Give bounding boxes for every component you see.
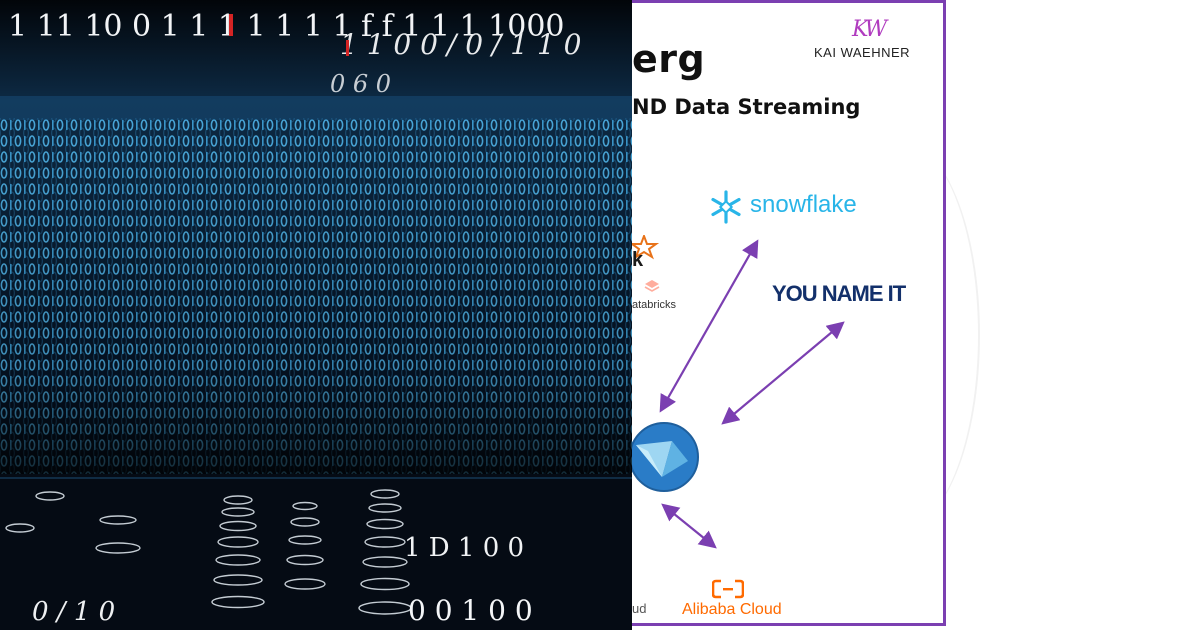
arrow-iceberg-younameit <box>721 321 845 425</box>
star-icon <box>632 233 660 260</box>
alibaba-icon <box>712 579 744 599</box>
infographic-card: erg ND Data Streaming KW KAI WAEHNER sno… <box>632 0 946 626</box>
top-digits-text: 1 11 10 0 1 1 1 1 1 1 1 f f 1 1 1 1000 <box>8 9 565 44</box>
card-subtitle-fragment: ND Data Streaming <box>632 95 861 119</box>
databricks-text-fragment: atabricks <box>632 299 677 311</box>
binary-rain-image: 1 11 10 0 1 1 1 1 1 1 1 f f 1 1 1 1000 1… <box>0 0 632 630</box>
you-name-it-label: YOU NAME IT <box>772 281 906 306</box>
databricks-icon <box>644 280 660 292</box>
arrow-iceberg-alibaba <box>661 503 717 549</box>
binary-code-artwork: 1 11 10 0 1 1 1 1 1 1 1 f f 1 1 1 1000 1… <box>0 0 632 630</box>
bottom-right-digits-text: 0 0 1 0 0 <box>408 594 533 627</box>
cloud-text-fragment: ud <box>632 601 647 616</box>
snowflake-logo: snowflake <box>708 189 868 225</box>
second-digits-text: 1 1 0 0 / 0 / 1 1 0 <box>340 28 582 61</box>
kafka-text-fragment: k <box>632 249 644 271</box>
bottom-left-digits-text: 0 / 1 0 <box>32 597 115 627</box>
background-ring <box>820 140 980 530</box>
red-digit-accent <box>346 40 349 56</box>
alibaba-cloud-logo: Alibaba Cloud <box>682 579 802 623</box>
connection-arrows <box>659 239 845 549</box>
third-digits-text: 0 6 0 <box>330 70 391 98</box>
arrow-iceberg-snowflake <box>659 239 759 413</box>
red-digit-accent <box>229 14 233 36</box>
alibaba-cloud-wordmark: Alibaba Cloud <box>682 601 782 618</box>
kai-waehner-logo: KW KAI WAEHNER <box>814 17 934 63</box>
snowflake-icon <box>711 190 741 224</box>
snowflake-wordmark: snowflake <box>750 191 857 218</box>
kw-monogram: KW <box>852 17 887 42</box>
kw-name: KAI WAEHNER <box>814 45 911 60</box>
kafka-logo-fragment: k <box>632 233 662 271</box>
mid-right-digits-text: 1 D 1 0 0 <box>404 533 524 563</box>
databricks-logo-fragment: atabricks <box>632 279 702 315</box>
iceberg-icon <box>632 422 699 492</box>
apache-iceberg-logo <box>632 421 702 493</box>
card-title-fragment: erg <box>632 37 706 81</box>
